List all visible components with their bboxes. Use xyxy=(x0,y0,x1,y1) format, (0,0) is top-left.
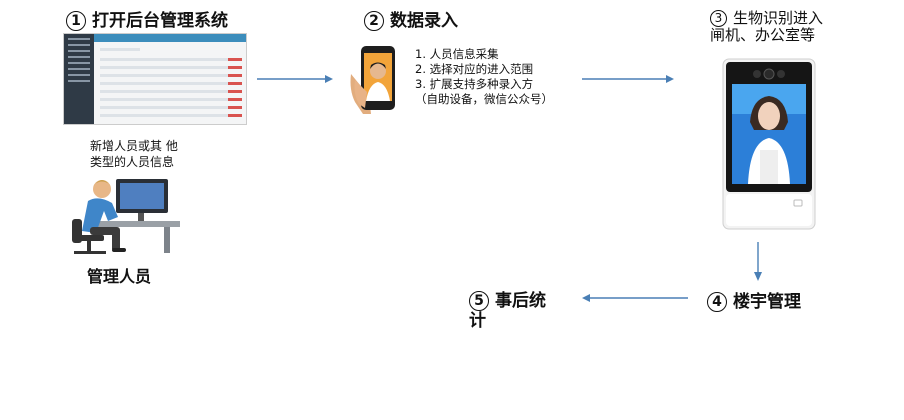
arrow-step4-to-step5 xyxy=(582,294,688,302)
step2-label: 数据录入 xyxy=(390,11,458,31)
data-entry-item-3: 3. 扩展支持多种录入方 xyxy=(415,77,534,91)
data-entry-item-2: 2. 选择对应的进入范围 xyxy=(415,62,534,76)
step4-number: 4 xyxy=(707,292,727,312)
step3-label-line2: 闸机、办公室等 xyxy=(710,26,816,44)
step3-label-line1: 生物识别进入 xyxy=(733,9,824,27)
step4-label: 楼宇管理 xyxy=(733,292,801,312)
face-recognition-terminal xyxy=(722,58,816,230)
step1-label: 打开后台管理系统 xyxy=(92,11,228,31)
step5-number: 5 xyxy=(469,291,489,311)
step2-title: 2 数据录入 xyxy=(364,11,458,31)
step5-label-line1: 事后统 xyxy=(495,291,546,311)
data-entry-extra: （自助设备，微信公众号） xyxy=(415,92,553,106)
manager-label: 管理人员 xyxy=(87,267,152,286)
step3-number: 3 xyxy=(710,10,727,27)
arrow-step1-to-step2 xyxy=(257,75,333,83)
data-entry-list: 1. 人员信息采集 2. 选择对应的进入范围 3. 扩展支持多种录入方 （自助设… xyxy=(415,47,553,107)
admin-note: 新增人员或其 他 类型的人员信息 xyxy=(90,138,178,170)
step1-title: 1 打开后台管理系统 xyxy=(66,11,228,31)
phone-face-capture-image xyxy=(350,46,395,114)
arrow-step3-to-step4 xyxy=(754,242,762,281)
admin-note-line2: 类型的人员信息 xyxy=(90,155,175,169)
step1-number: 1 xyxy=(66,11,86,31)
data-entry-item-1: 1. 人员信息采集 xyxy=(415,47,499,61)
manager-at-desk-illustration xyxy=(72,179,180,254)
step5-label-line2: 计 xyxy=(469,311,486,331)
arrow-step2-to-step3 xyxy=(582,75,674,83)
admin-system-screenshot xyxy=(63,33,247,125)
step2-number: 2 xyxy=(364,11,384,31)
step5-title: 5 事后统 计 xyxy=(469,291,546,331)
step4-title: 4 楼宇管理 xyxy=(707,292,801,312)
admin-note-line1: 新增人员或其 他 xyxy=(90,139,178,153)
step3-title: 3 生物识别进入 闸机、办公室等 xyxy=(710,10,823,44)
